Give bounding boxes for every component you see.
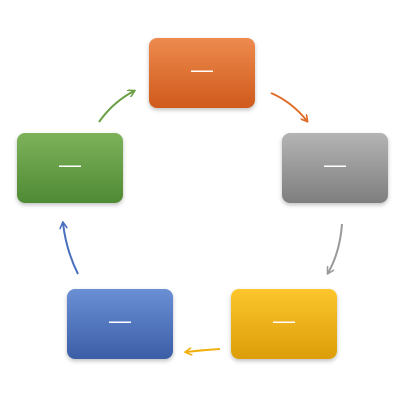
arrow-yellow-to-blue — [186, 349, 221, 352]
node-green[interactable]: — — [17, 133, 123, 203]
node-gray[interactable]: — — [282, 133, 388, 203]
node-orange[interactable]: — — [149, 38, 255, 108]
node-yellow[interactable]: — — [231, 289, 337, 359]
arrow-gray-to-yellow — [328, 223, 343, 273]
node-yellow-label: — — [273, 308, 295, 333]
node-blue-label: — — [109, 308, 131, 333]
node-green-label: — — [59, 152, 81, 177]
arrow-orange-to-gray — [270, 92, 307, 121]
arrow-blue-to-green — [63, 223, 79, 275]
node-orange-label: — — [191, 57, 213, 82]
arrow-green-to-orange — [98, 91, 134, 123]
node-gray-label: — — [324, 152, 346, 177]
node-blue[interactable]: — — [67, 289, 173, 359]
